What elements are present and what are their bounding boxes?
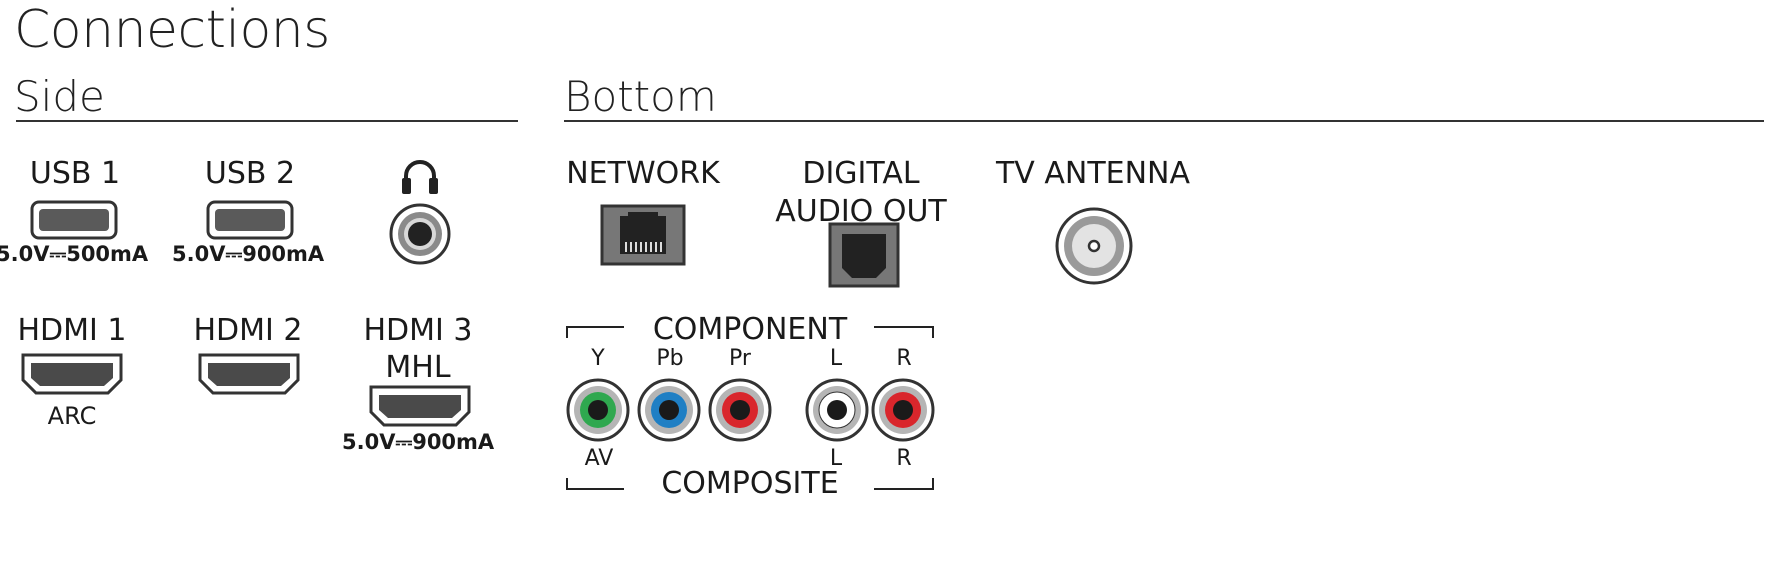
component-bracket-right [874, 326, 934, 338]
composite-r-label: R [896, 446, 912, 471]
optical-port-icon [828, 222, 900, 288]
channel-r-label: R [896, 346, 912, 371]
hdmi3-label: HDMI 3 [363, 313, 473, 348]
channel-pb-label: Pb [656, 346, 684, 371]
hdmi2-label: HDMI 2 [193, 313, 303, 348]
usb1-port-icon [30, 200, 118, 240]
usb1-spec: 5.0V⎓500mA [0, 242, 149, 266]
rca-jack-white-icon [805, 378, 869, 442]
rca-jack-blue-icon [637, 378, 701, 442]
hdmi3-port-icon [369, 385, 471, 427]
section-bottom-title: Bottom [564, 72, 717, 121]
composite-bracket-right [874, 478, 934, 490]
hdmi1-port-icon [21, 353, 123, 395]
channel-y-label: Y [591, 346, 605, 371]
hdmi1-label: HDMI 1 [17, 313, 127, 348]
ethernet-port-icon [600, 204, 686, 266]
usb2-label: USB 2 [204, 156, 296, 191]
coaxial-port-icon [1055, 207, 1133, 285]
digital-audio-label-line1: DIGITAL [802, 156, 920, 191]
rca-jack-red-icon [708, 378, 772, 442]
component-label: COMPONENT [652, 312, 848, 347]
hdmi2-port-icon [198, 353, 300, 395]
hdmi1-arc-label: ARC [47, 402, 97, 430]
rca-jack-green-icon [566, 378, 630, 442]
side-divider [16, 120, 518, 122]
component-bracket-left [566, 326, 624, 338]
page-title: Connections [14, 0, 330, 60]
hdmi3-spec: 5.0V⎓900mA [342, 430, 495, 454]
channel-pr-label: Pr [729, 346, 751, 371]
composite-bracket-left [566, 478, 624, 490]
usb1-label: USB 1 [29, 156, 121, 191]
usb2-spec: 5.0V⎓900mA [172, 242, 325, 266]
rca-jack-red-audio-icon [871, 378, 935, 442]
headphone-jack-icon [389, 203, 451, 265]
bottom-divider [564, 120, 1764, 122]
composite-l-label: L [829, 446, 843, 471]
channel-av-label: AV [584, 446, 614, 471]
network-label: NETWORK [566, 156, 720, 191]
hdmi3-mhl-label: MHL [385, 350, 451, 385]
tv-antenna-label: TV ANTENNA [995, 156, 1191, 191]
composite-label: COMPOSITE [661, 466, 839, 501]
usb2-port-icon [206, 200, 294, 240]
headphones-icon [402, 160, 438, 194]
section-side-title: Side [14, 72, 105, 121]
rca-jacks-group [566, 378, 935, 442]
channel-l-label: L [829, 346, 843, 371]
